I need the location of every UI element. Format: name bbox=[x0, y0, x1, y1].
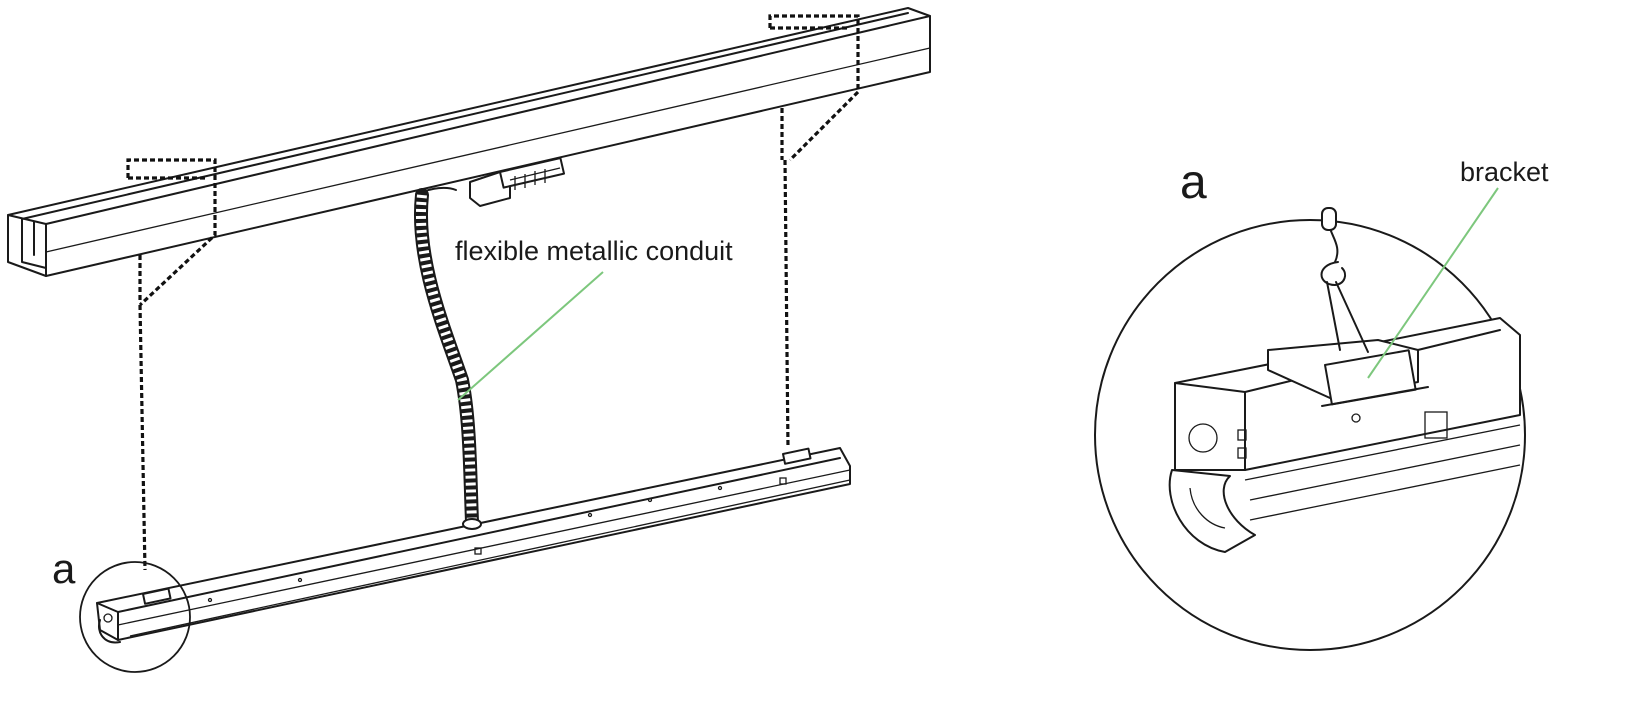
detail-callout-circle-small bbox=[79, 561, 191, 673]
flexible-metallic-conduit bbox=[414, 186, 479, 529]
detail-view-circle bbox=[1094, 207, 1526, 651]
conduit-label: flexible metallic conduit bbox=[455, 236, 733, 266]
junction-box bbox=[469, 157, 566, 207]
bracket-label: bracket bbox=[1460, 157, 1549, 187]
right-suspension-chain bbox=[768, 14, 860, 449]
bracket-leader-line bbox=[1367, 187, 1499, 379]
conduit-leader-line bbox=[457, 271, 604, 401]
left-suspension-chain bbox=[126, 158, 217, 571]
detail-marker-right: a bbox=[1180, 156, 1207, 209]
detail-marker-left: a bbox=[52, 545, 76, 592]
support-channel-beam bbox=[7, 7, 931, 277]
linear-light-fixture bbox=[96, 447, 851, 644]
